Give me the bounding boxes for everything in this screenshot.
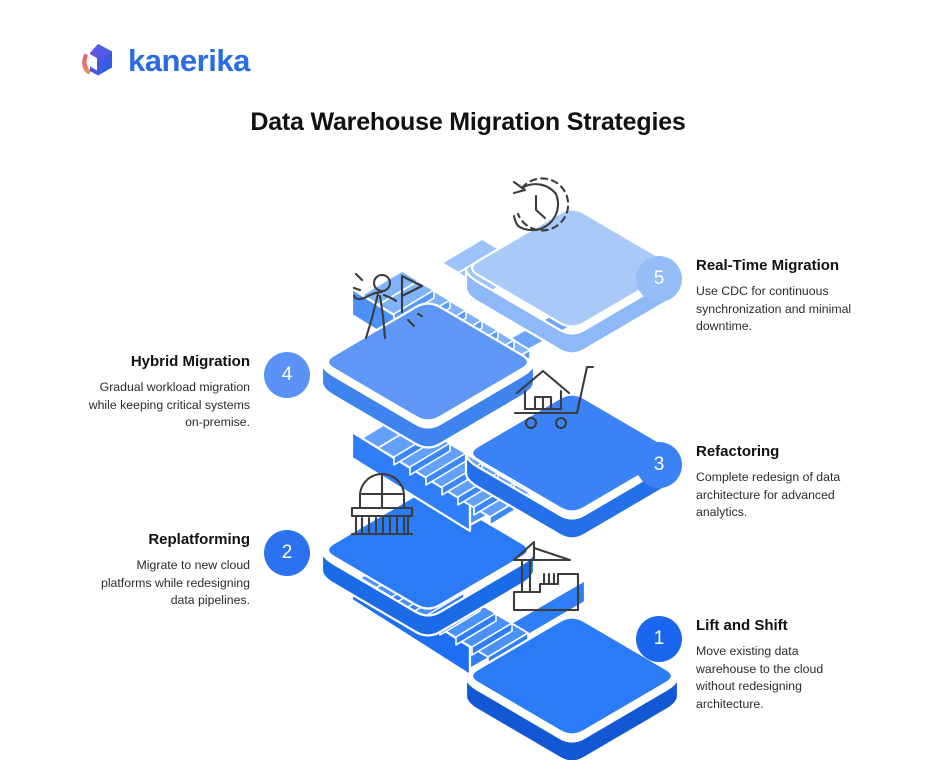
clock-rewind-icon [512, 177, 570, 232]
step-item-2[interactable]: 2 Replatforming Migrate to new cloud pla… [86, 530, 310, 610]
step-item-1[interactable]: 1 Lift and Shift Move existing data ware… [636, 616, 860, 713]
step-description-3: Complete redesign of data architecture f… [696, 470, 841, 520]
step-number-5: 5 [653, 268, 665, 289]
step-badge-4: 4 [264, 352, 310, 398]
step-description-5: Use CDC for continuous synchronization a… [696, 284, 852, 334]
house-on-cart-icon [513, 365, 595, 430]
step-title-3: Refactoring [696, 443, 780, 460]
step-badge-3: 3 [636, 442, 682, 488]
step-body-1: Lift and Shift Move existing data wareho… [696, 616, 860, 713]
step-badge-5: 5 [636, 256, 682, 302]
step-number-4: 4 [281, 364, 293, 385]
step-title-1: Lift and Shift [696, 617, 788, 634]
step-number-1: 1 [653, 628, 665, 649]
step-title-4: Hybrid Migration [130, 353, 250, 370]
step-badge-1: 1 [636, 616, 682, 662]
brand-name: kanerika [128, 42, 250, 78]
step-item-3[interactable]: 3 Refactoring Complete redesign of data … [636, 442, 860, 522]
isometric-staircase: .stl { stroke:#ffffff; stroke-width:2.2;… [320, 177, 680, 760]
step-title-5: Real-Time Migration [696, 257, 840, 274]
platform-step-1 [464, 616, 680, 760]
step-number-2: 2 [281, 542, 293, 563]
cube-logo-icon [78, 40, 118, 80]
balcony-window-icon [350, 472, 414, 536]
step-description-2: Migrate to new cloud platforms while red… [100, 558, 250, 608]
person-with-flag-icon [352, 272, 424, 340]
brand-logo: kanerika [78, 40, 250, 80]
step-body-3: Refactoring Complete redesign of data ar… [696, 442, 860, 522]
step-title-2: Replatforming [148, 531, 250, 548]
step-description-1: Move existing data warehouse to the clou… [696, 644, 824, 711]
step-number-3: 3 [653, 454, 665, 475]
step-body-5: Real-Time Migration Use CDC for continuo… [696, 256, 860, 336]
platform-step-4 [320, 302, 536, 449]
crane-building-icon [512, 540, 580, 612]
platform-step-3 [464, 393, 680, 540]
page-title: Data Warehouse Migration Strategies [250, 108, 686, 136]
step-item-5[interactable]: 5 Real-Time Migration Use CDC for contin… [636, 256, 860, 336]
step-badge-2: 2 [264, 530, 310, 576]
step-description-4: Gradual workload migration while keeping… [88, 380, 250, 430]
step-item-4[interactable]: 4 Hybrid Migration Gradual workload migr… [86, 352, 310, 432]
step-body-2: Replatforming Migrate to new cloud platf… [86, 530, 250, 610]
step-body-4: Hybrid Migration Gradual workload migrat… [86, 352, 250, 432]
staircase-illustration: .stl { stroke:#ffffff; stroke-width:2.2;… [0, 150, 936, 760]
